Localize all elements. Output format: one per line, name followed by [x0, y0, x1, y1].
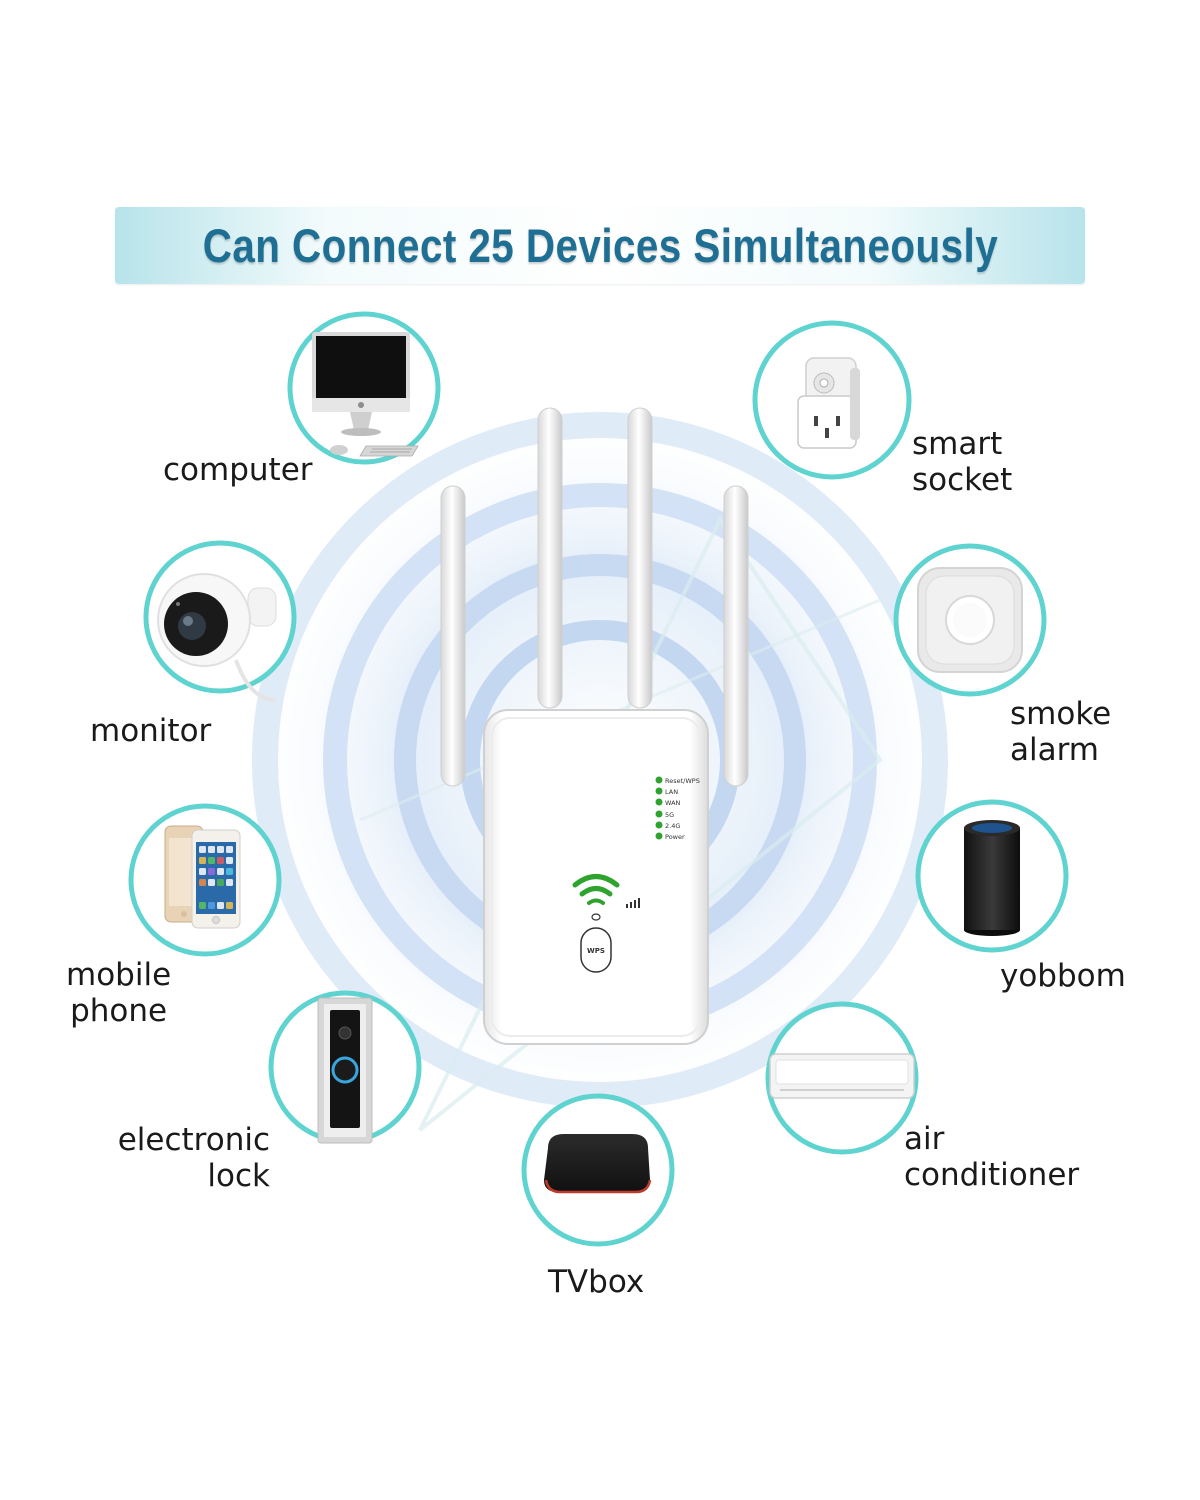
imac-icon — [312, 332, 419, 457]
led-label-lan: LAN — [665, 788, 678, 796]
led-label-wan: WAN — [665, 799, 681, 807]
led-label-power: Power — [665, 833, 685, 841]
led-indicators — [655, 776, 663, 840]
wps-button-label: WPS — [587, 947, 605, 955]
wps-button[interactable] — [580, 927, 612, 973]
air-conditioner-icon — [769, 1053, 915, 1099]
label-air-conditioner: air conditioner — [904, 1121, 1080, 1193]
security-camera-icon — [157, 573, 277, 702]
led-label-5g: 5G — [665, 811, 674, 819]
wifi-icon — [572, 874, 620, 905]
label-computer: computer — [163, 452, 313, 488]
label-electronic-lock: electronic lock — [117, 1122, 270, 1194]
label-mobile-phone: mobile phone — [66, 957, 172, 1029]
wifi-extender: Reset/WPS LAN WAN 5G 2.4G Power WPS — [440, 407, 749, 1045]
page-title: Can Connect 25 Devices Simultaneously — [202, 219, 998, 272]
led-label-2-4g: 2.4G — [665, 822, 680, 830]
smart-plug-icon — [797, 357, 860, 449]
label-yobbom: yobbom — [1000, 958, 1126, 994]
signal-bars-icon — [626, 898, 640, 908]
title-banner: Can Connect 25 Devices Simultaneously — [115, 207, 1085, 284]
tv-box-icon — [544, 1134, 652, 1194]
video-doorbell-icon — [317, 997, 373, 1144]
led-label-reset-wps: Reset/WPS — [665, 777, 700, 785]
smart-speaker-icon — [964, 820, 1020, 936]
label-smoke-alarm: smoke alarm — [1010, 696, 1112, 768]
label-smart-socket: smart socket — [912, 426, 1013, 498]
label-monitor: monitor — [90, 713, 212, 749]
label-tvbox: TVbox — [548, 1264, 645, 1300]
smoke-detector-icon — [917, 567, 1023, 673]
smartphones-icon — [164, 825, 241, 929]
